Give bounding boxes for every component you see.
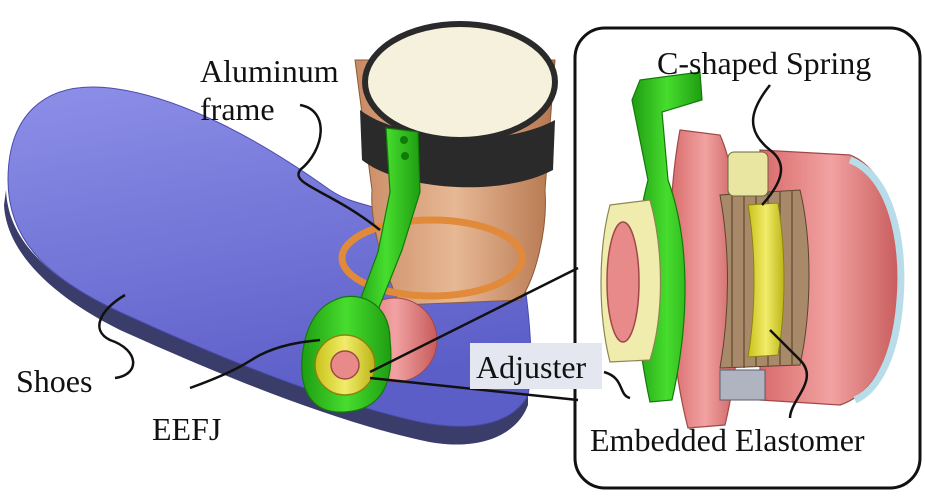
leader-adjuster: [603, 370, 631, 400]
adjuster-bore: [606, 221, 640, 343]
top-gear: [727, 151, 769, 197]
leg-top-cap: [362, 21, 558, 143]
detail-callout: [573, 26, 922, 490]
label-c-shaped-spring: C-shaped Spring: [657, 45, 871, 81]
shoe-assembly: [4, 21, 558, 445]
label-adjuster: Adjuster: [476, 349, 587, 385]
eefj-bore: [330, 350, 360, 380]
orange-ring: [338, 216, 526, 300]
label-embedded-elastomer: Embedded Elastomer: [590, 422, 865, 458]
c-shaped-spring-part: [747, 202, 785, 358]
leader-connector-top: [369, 266, 579, 374]
label-aluminum-line1: Aluminum: [200, 53, 339, 89]
glass-cover: [848, 156, 905, 404]
base-block: [719, 369, 766, 401]
label-shoes: Shoes: [16, 363, 92, 399]
frame-bolt-2: [401, 152, 409, 160]
frame-bolt-1: [400, 136, 408, 144]
adjuster-label-bg: [470, 343, 602, 389]
label-aluminum-line2: frame: [200, 91, 275, 127]
leader-aluminum-frame: [297, 103, 381, 231]
shoe-sole: [4, 190, 528, 445]
leader-c-spring: [751, 84, 783, 206]
leader-shoes: [98, 293, 135, 380]
leader-elastomer: [769, 329, 808, 419]
leader-eefj: [189, 338, 321, 390]
label-eefj: EEFJ: [152, 411, 221, 447]
